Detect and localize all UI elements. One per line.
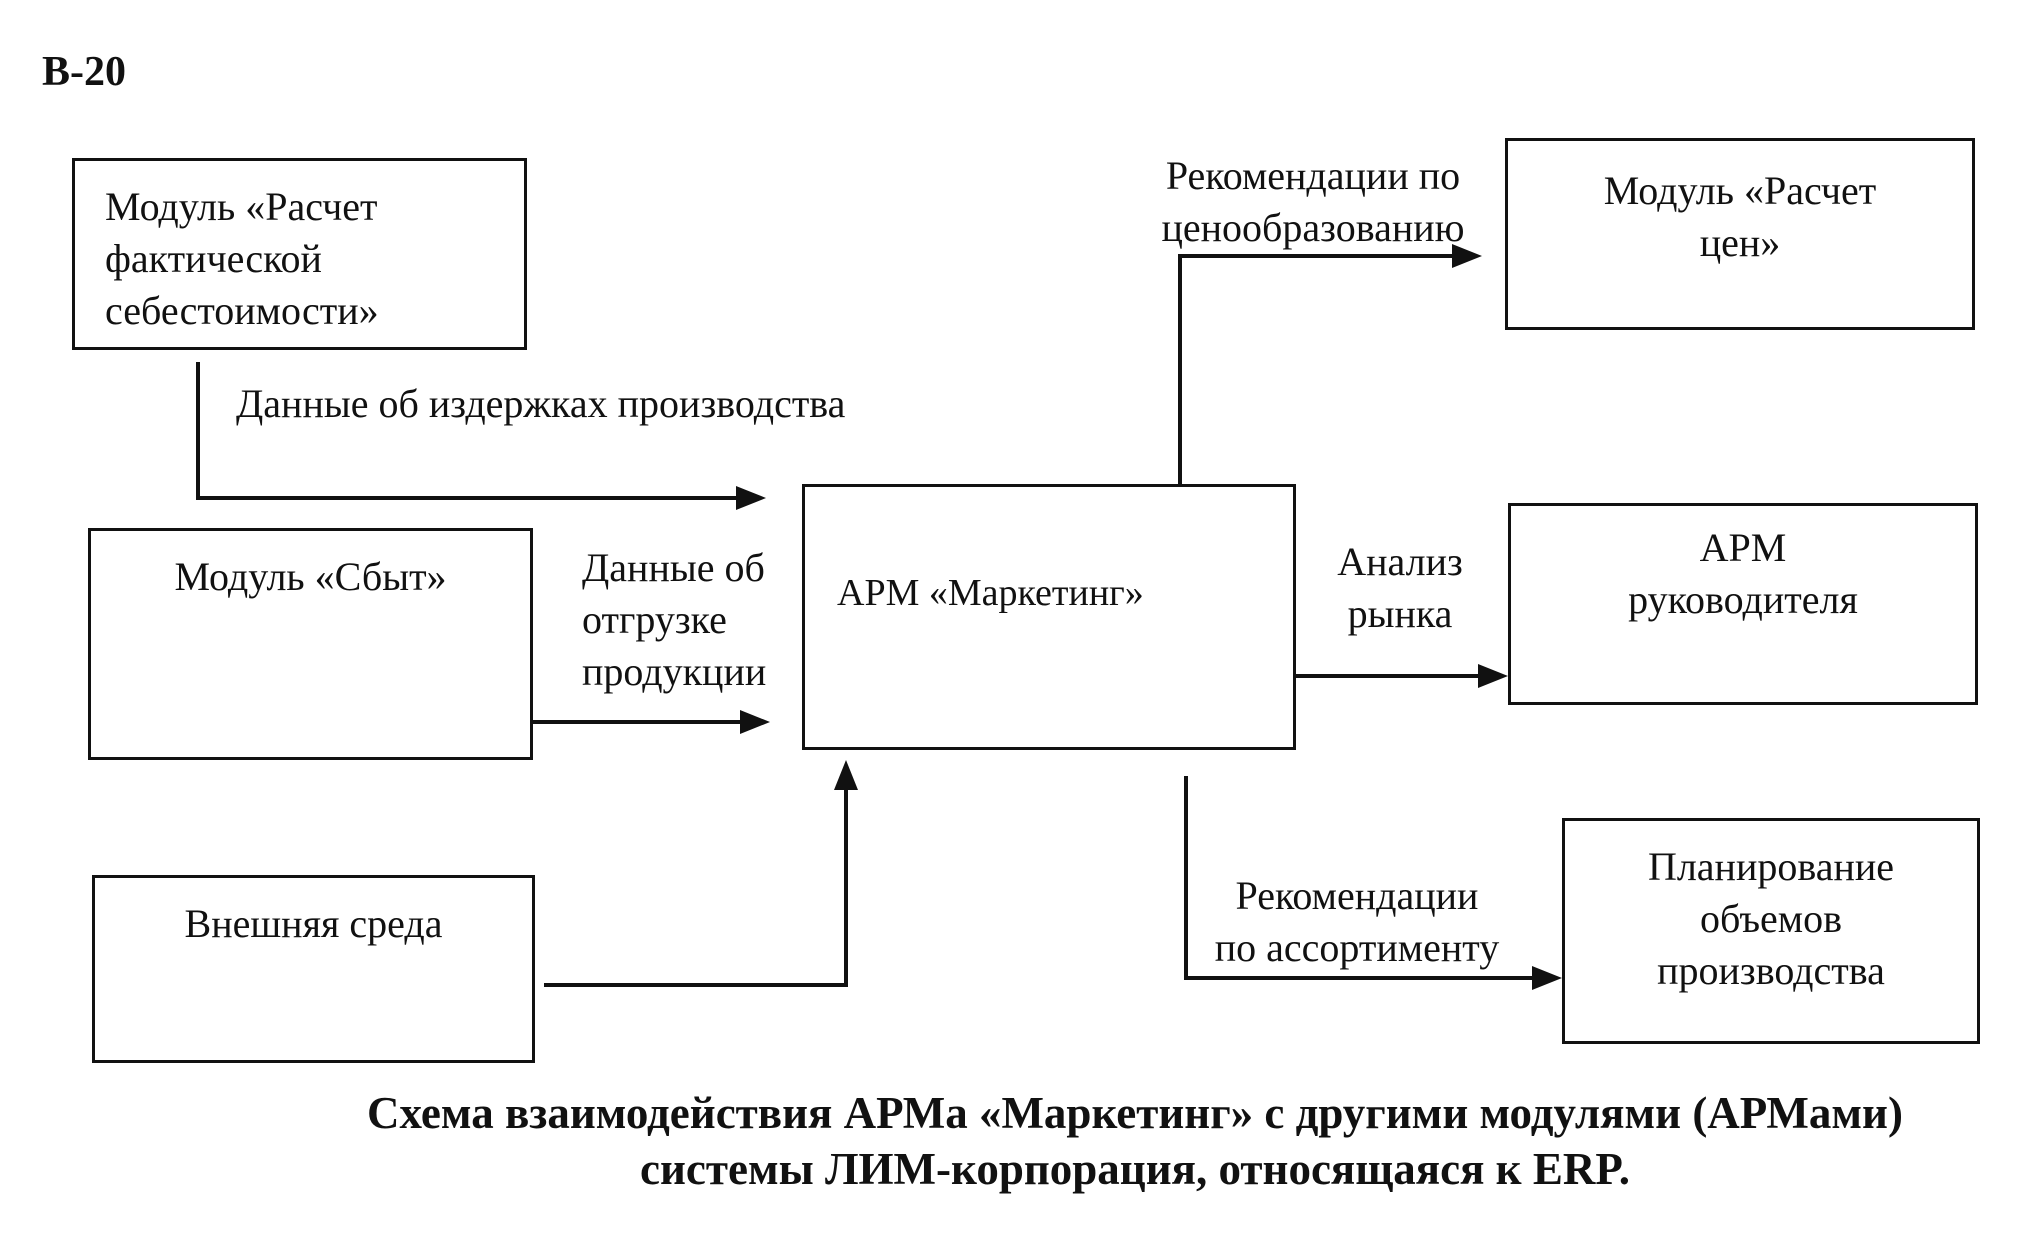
shipment-data-label: Данные об отгрузке продукции (582, 542, 766, 698)
cost-data-label-line-1: Данные об издержках производства (236, 381, 846, 426)
market-analysis-label: Анализ рынка (1310, 536, 1490, 640)
environment-box: Внешняя среда (92, 875, 535, 1063)
assortment-recs-arrowhead (1532, 966, 1562, 990)
diagram-caption: Схема взаимодействия АРМа «Маркетинг» с … (260, 1085, 2010, 1197)
pricing-recs-connector (1178, 254, 1452, 484)
environment-line-1: Внешняя среда (184, 901, 443, 946)
production-planning-line-2: объемов (1700, 896, 1842, 941)
shipment-data-label-line-2: отгрузке (582, 597, 727, 642)
pricing-module-box: Модуль «Расчет цен» (1505, 138, 1975, 330)
pricing-recs-label-line-2: ценообразованию (1161, 205, 1465, 250)
caption-line-1: Схема взаимодействия АРМа «Маркетинг» с … (367, 1088, 1903, 1138)
sales-module-box: Модуль «Сбыт» (88, 528, 533, 760)
shipment-data-arrowhead (740, 710, 770, 734)
sales-module-line-1: Модуль «Сбыт» (174, 554, 447, 599)
marketing-arm-line-1: АРМ «Маркетинг» (837, 572, 1144, 614)
environment-arrowhead (834, 760, 858, 790)
cost-module-line-3: себестоимости» (105, 288, 379, 333)
production-planning-box: Планирование объемов производства (1562, 818, 1980, 1044)
cost-module-line-1: Модуль «Расчет (105, 184, 378, 229)
production-planning-line-3: производства (1657, 948, 1885, 993)
marketing-arm-box: АРМ «Маркетинг» (802, 484, 1296, 750)
cost-module-line-2: фактической (105, 236, 322, 281)
environment-connector (544, 790, 848, 987)
shipment-data-label-line-3: продукции (582, 649, 767, 694)
assortment-recs-label: Рекомендации по ассортименту (1192, 870, 1522, 974)
market-analysis-label-line-2: рынка (1347, 591, 1453, 636)
pricing-recs-label: Рекомендации по ценообразованию (1138, 150, 1488, 254)
market-analysis-arrowhead (1478, 664, 1508, 688)
caption-line-2: системы ЛИМ-корпорация, относящаяся к ER… (640, 1144, 1630, 1194)
shipment-data-label-line-1: Данные об (582, 545, 765, 590)
assortment-recs-label-line-1: Рекомендации (1235, 873, 1479, 918)
pricing-module-line-1: Модуль «Расчет (1603, 168, 1877, 213)
cost-data-arrowhead (736, 486, 766, 510)
page-code: В-20 (42, 49, 126, 95)
pricing-module-line-2: цен» (1699, 220, 1781, 265)
manager-arm-box: АРМ руководителя (1508, 503, 1978, 705)
assortment-recs-label-line-2: по ассортименту (1214, 925, 1500, 970)
cost-module-box: Модуль «Расчет фактической себестоимости… (72, 158, 527, 350)
production-planning-line-1: Планирование (1647, 844, 1895, 889)
manager-arm-line-1: АРМ (1699, 525, 1787, 570)
cost-data-label: Данные об издержках производства (236, 378, 845, 430)
manager-arm-line-2: руководителя (1628, 577, 1858, 622)
pricing-recs-label-line-1: Рекомендации по (1165, 153, 1461, 198)
market-analysis-label-line-1: Анализ (1337, 539, 1463, 584)
